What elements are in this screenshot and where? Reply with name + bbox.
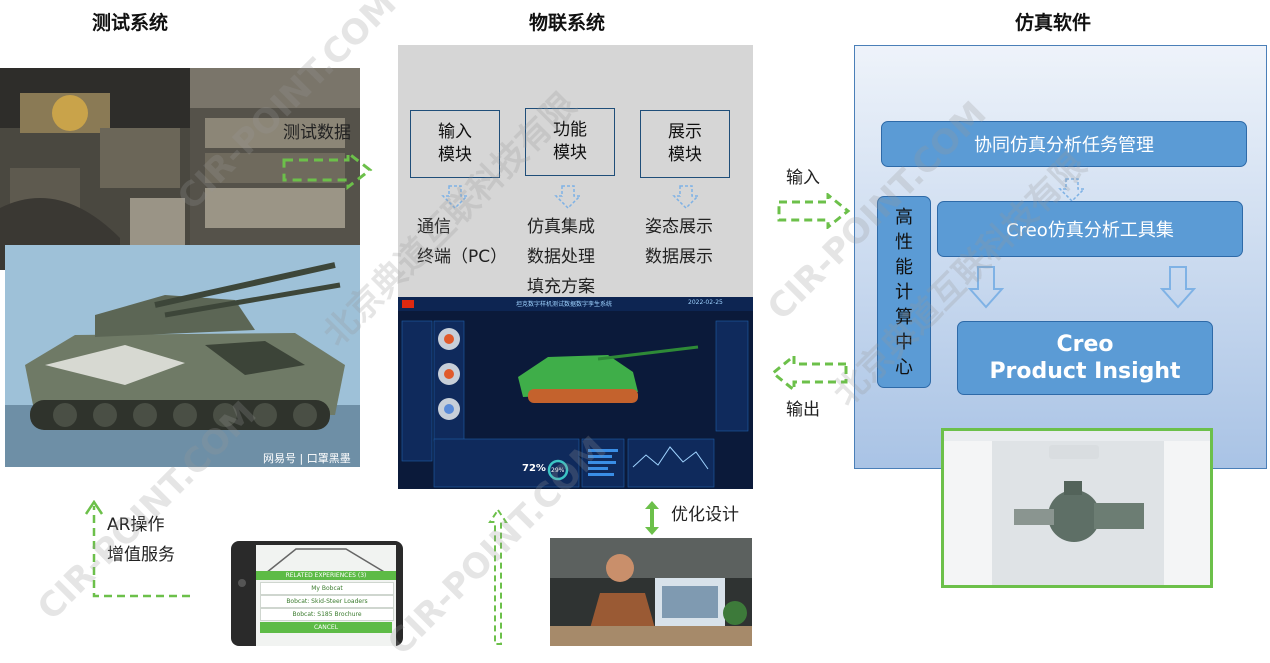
display-module-desc: 姿态展示数据展示 xyxy=(645,217,713,267)
up-down-arrow-icon xyxy=(645,501,659,535)
iot-system-title: 物联系统 xyxy=(529,12,606,34)
tablet-cancel-button[interactable]: CANCEL xyxy=(260,622,392,633)
output-arrow-icon xyxy=(770,353,848,393)
input-module-line1: 输入 xyxy=(438,122,472,142)
test-system-title: 测试系统 xyxy=(92,12,169,34)
tablet-item-1[interactable]: My Bobcat xyxy=(260,582,394,595)
test-data-label: 测试数据 xyxy=(283,123,351,143)
creo-software-screenshot xyxy=(941,428,1213,588)
tablet-item-2[interactable]: Bobcat: Skid-Steer Loaders xyxy=(260,595,394,608)
down-arrow-icon xyxy=(1160,266,1196,309)
task-management-box: 协同仿真分析任务管理 xyxy=(881,121,1247,167)
tablet-screen: RELATED EXPERIENCES (3) My Bobcat Bobcat… xyxy=(256,545,396,646)
input-module-line2: 模块 xyxy=(438,145,472,165)
dashboard-date: 2022-02-25 xyxy=(688,299,723,306)
test-data-arrow-icon xyxy=(282,150,373,190)
function-module-line1: 功能 xyxy=(553,120,587,140)
simulation-software-title: 仿真软件 xyxy=(1015,12,1092,34)
down-arrow-icon xyxy=(441,185,469,210)
function-module-line2: 模块 xyxy=(553,143,587,163)
down-arrow-icon xyxy=(554,185,582,210)
creo-toolset-box: Creo仿真分析工具集 xyxy=(937,201,1243,257)
upward-dashed-arrow-icon xyxy=(488,508,508,645)
gauge-value-1: 72% xyxy=(522,463,546,474)
tablet-header: RELATED EXPERIENCES (3) xyxy=(256,571,396,580)
input-module-desc: 通信终端（PC） xyxy=(417,217,508,267)
gauge-value-2: 29% xyxy=(551,467,565,474)
tablet-button-icon xyxy=(238,579,246,587)
machine-outline-icon xyxy=(265,548,387,574)
dashboard-title: 坦克数字样机测试数据数字孪生系统 xyxy=(516,301,613,308)
engine-test-photo xyxy=(0,68,190,270)
photo-caption: 网易号 | 口罩黑墨 xyxy=(263,452,351,465)
input-arrow-icon xyxy=(777,193,851,229)
engine-bay-photo xyxy=(190,68,360,245)
display-module-line2: 模块 xyxy=(668,145,702,165)
engineer-workplace-photo xyxy=(550,538,752,646)
hpc-center-box: 高性能 计算中心 xyxy=(877,196,931,388)
input-label: 输入 xyxy=(786,168,820,188)
output-label: 输出 xyxy=(786,400,820,420)
down-arrow-icon xyxy=(968,266,1004,309)
display-module-line1: 展示 xyxy=(668,122,702,142)
ar-return-arrow-icon xyxy=(84,500,190,598)
optimize-design-label: 优化设计 xyxy=(671,505,739,525)
function-module-desc: 仿真集成数据处理填充方案 xyxy=(527,217,595,297)
down-arrow-icon xyxy=(672,185,700,210)
tank-photo: 网易号 | 口罩黑墨 xyxy=(5,245,360,467)
function-module-box: 功能模块 xyxy=(525,108,615,176)
ar-tablet-device: RELATED EXPERIENCES (3) My Bobcat Bobcat… xyxy=(231,541,403,646)
down-arrow-icon xyxy=(1058,178,1086,203)
input-module-box: 输入模块 xyxy=(410,110,500,178)
digital-twin-dashboard: 坦克数字样机测试数据数字孪生系统 2022-02-25 72% 29% xyxy=(398,297,753,489)
display-module-box: 展示模块 xyxy=(640,110,730,178)
tablet-item-3[interactable]: Bobcat: S185 Brochure xyxy=(260,608,394,621)
ar-operation-label: AR操作增值服务 xyxy=(107,515,175,565)
